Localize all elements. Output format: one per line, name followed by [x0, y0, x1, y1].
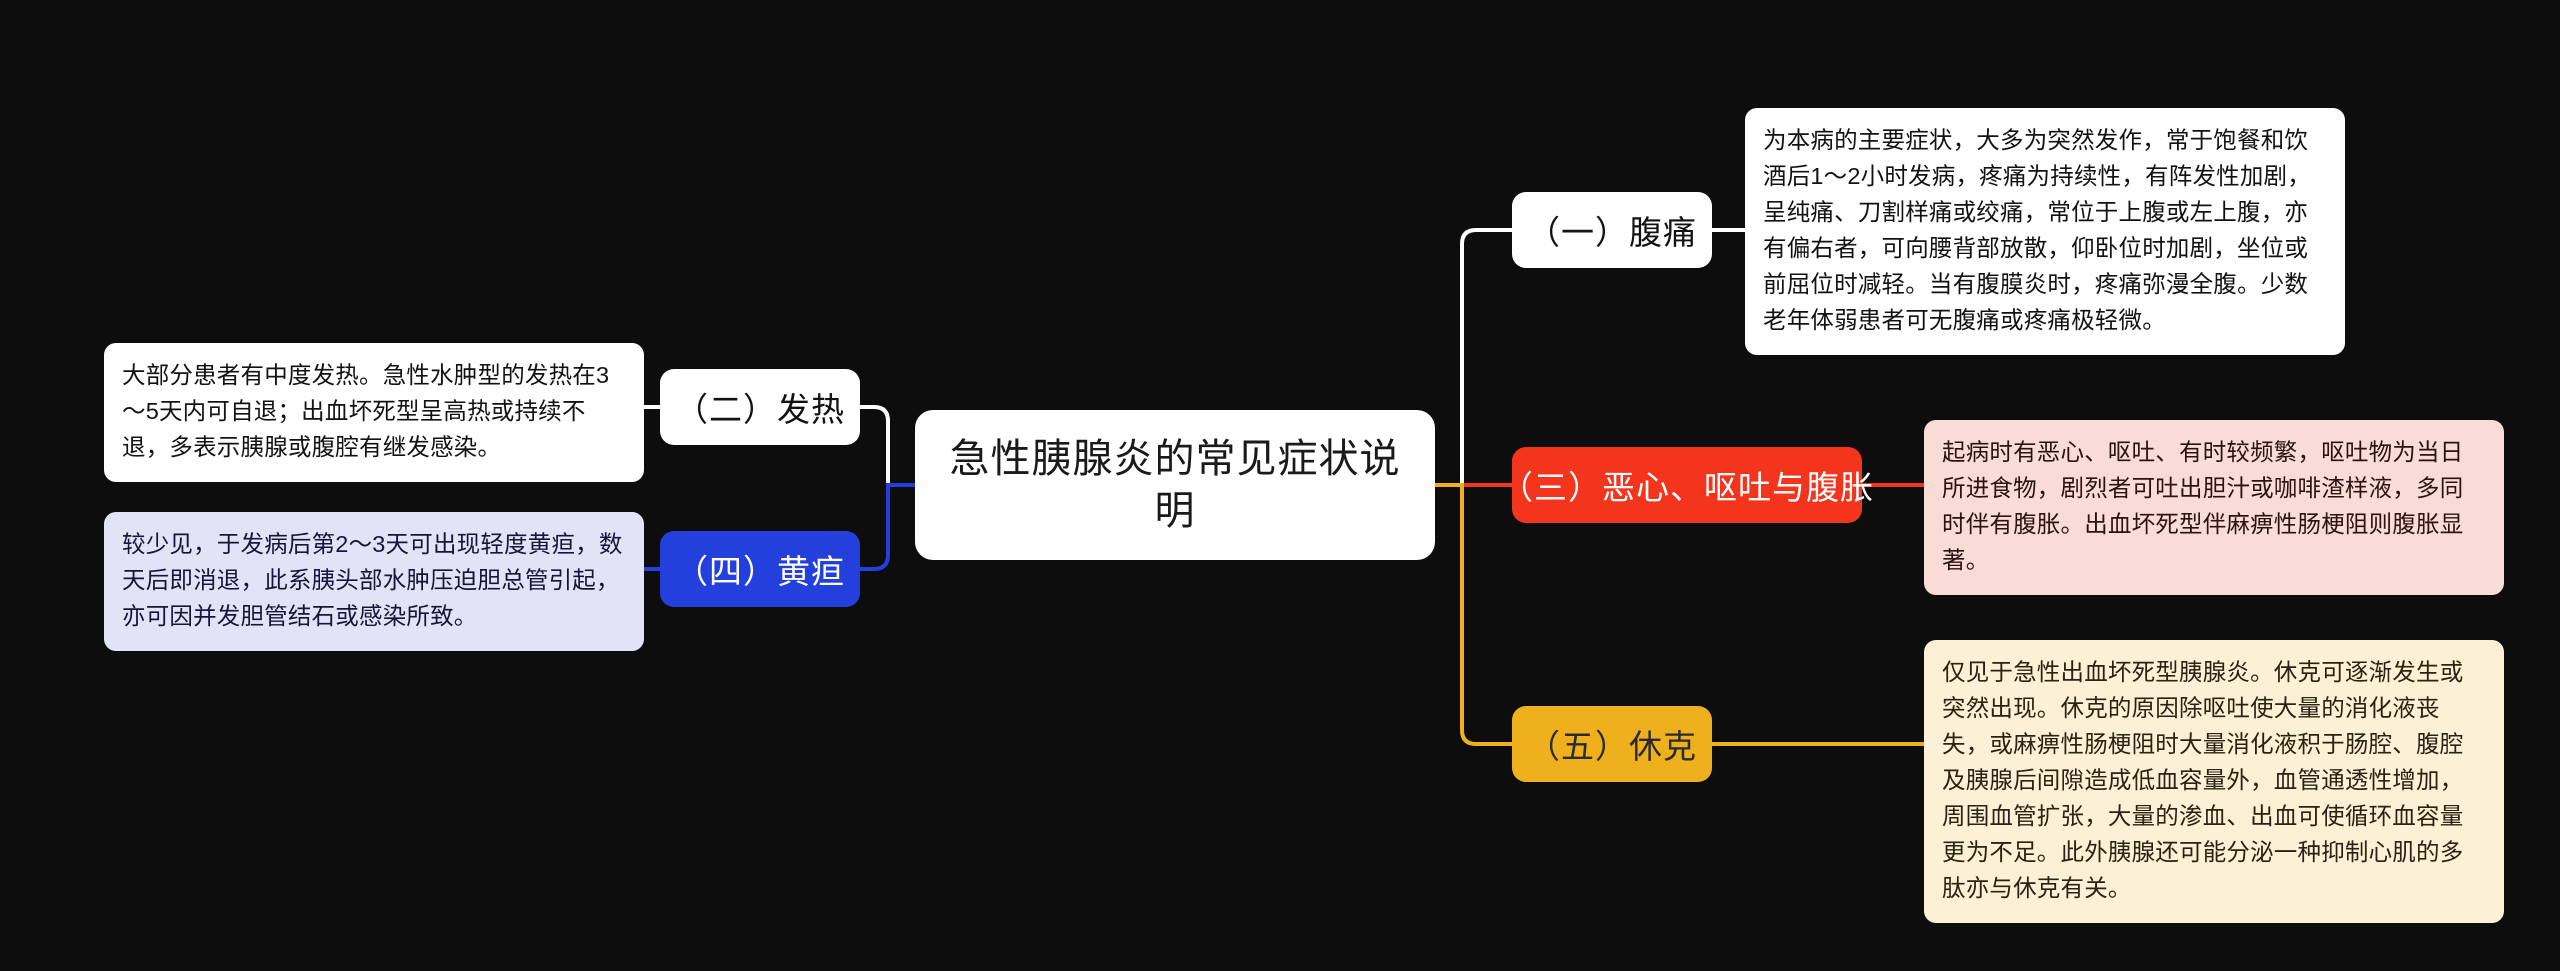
- branch-node-fever-label: （二）发热: [675, 391, 845, 428]
- detail-card-shock[interactable]: 仅见于急性出血坏死型胰腺炎。休克可逐渐发生或突然出现。休克的原因除呕吐使大量的消…: [1924, 640, 2504, 923]
- branch-node-nausea[interactable]: （三）恶心、呕吐与腹胀: [1500, 447, 1873, 523]
- branch-node-shock[interactable]: （五）休克: [1512, 706, 1712, 782]
- detail-card-fever[interactable]: 大部分患者有中度发热。急性水肿型的发热在3～5天内可自退；出血坏死型呈高热或持续…: [104, 343, 644, 482]
- branch-node-jaundice-label: （四）黄疸: [675, 553, 845, 590]
- root-node-label: 急性胰腺炎的常见症状说明: [949, 437, 1401, 533]
- branch-node-shock-label: （五）休克: [1527, 728, 1697, 765]
- branch-node-jaundice[interactable]: （四）黄疸: [660, 531, 860, 607]
- root-node[interactable]: 急性胰腺炎的常见症状说明: [915, 410, 1435, 560]
- connector-pain: [1435, 228, 1512, 487]
- branch-node-nausea-label: （三）恶心、呕吐与腹胀: [1500, 469, 1874, 506]
- branch-node-fever[interactable]: （二）发热: [660, 369, 860, 445]
- branch-node-pain[interactable]: （一）腹痛: [1512, 192, 1712, 268]
- detail-card-jaundice[interactable]: 较少见，于发病后第2～3天可出现轻度黄疸，数天后即消退，此系胰头部水肿压迫胆总管…: [104, 512, 644, 651]
- branch-node-pain-label: （一）腹痛: [1527, 214, 1697, 251]
- connector-fever: [860, 405, 915, 487]
- detail-card-nausea[interactable]: 起病时有恶心、呕吐、有时较频繁，呕吐物为当日所进食物，剧烈者可吐出胆汁或咖啡渣样…: [1924, 420, 2504, 595]
- detail-card-pain[interactable]: 为本病的主要症状，大多为突然发作，常于饱餐和饮酒后1～2小时发病，疼痛为持续性，…: [1745, 108, 2345, 355]
- connector-jaundice: [860, 483, 915, 571]
- connector-shock: [1435, 483, 1512, 746]
